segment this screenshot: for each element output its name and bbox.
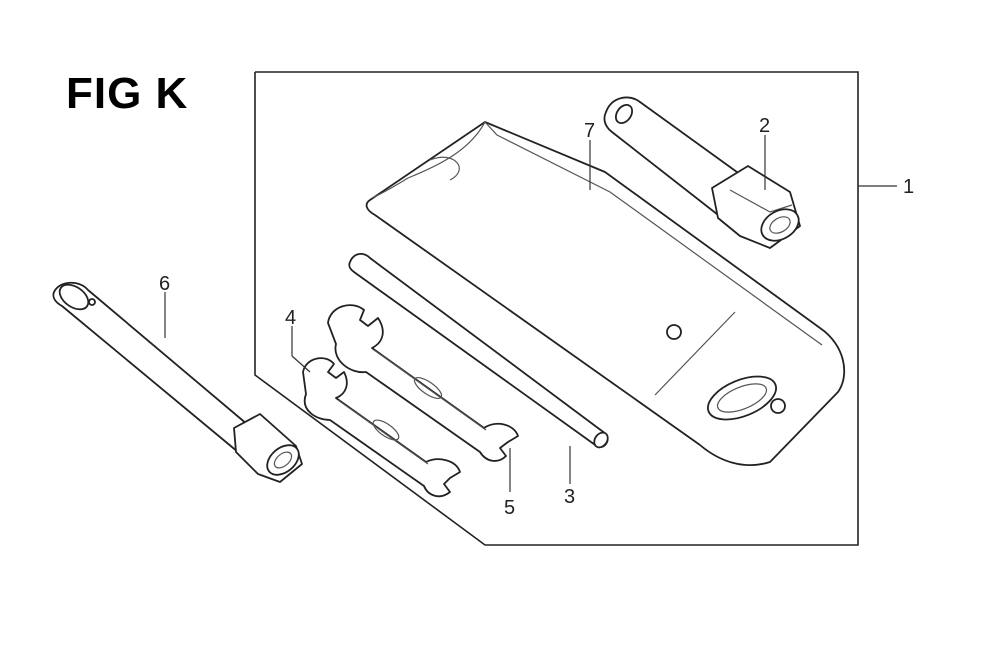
callout-number-3: 3 [564,486,575,508]
kit-boundary-outline [254,71,859,546]
handle-bar-part [348,253,609,449]
callout-number-4: 4 [285,307,296,329]
callout-number-2: 2 [759,115,770,137]
callout-number-5: 5 [504,497,515,519]
figure-title: FIG K [66,69,189,118]
callout-number-1: 1 [903,176,914,198]
callout-number-7: 7 [584,120,595,142]
open-end-wrench-upper-part [327,304,519,462]
tool-bag-part [365,121,846,466]
leader-line-4-tip [291,355,311,373]
callout-number-6: 6 [159,273,170,295]
plug-wrench-part [603,96,801,249]
box-wrench-part [52,281,303,483]
open-end-wrench-lower-part [302,357,461,498]
